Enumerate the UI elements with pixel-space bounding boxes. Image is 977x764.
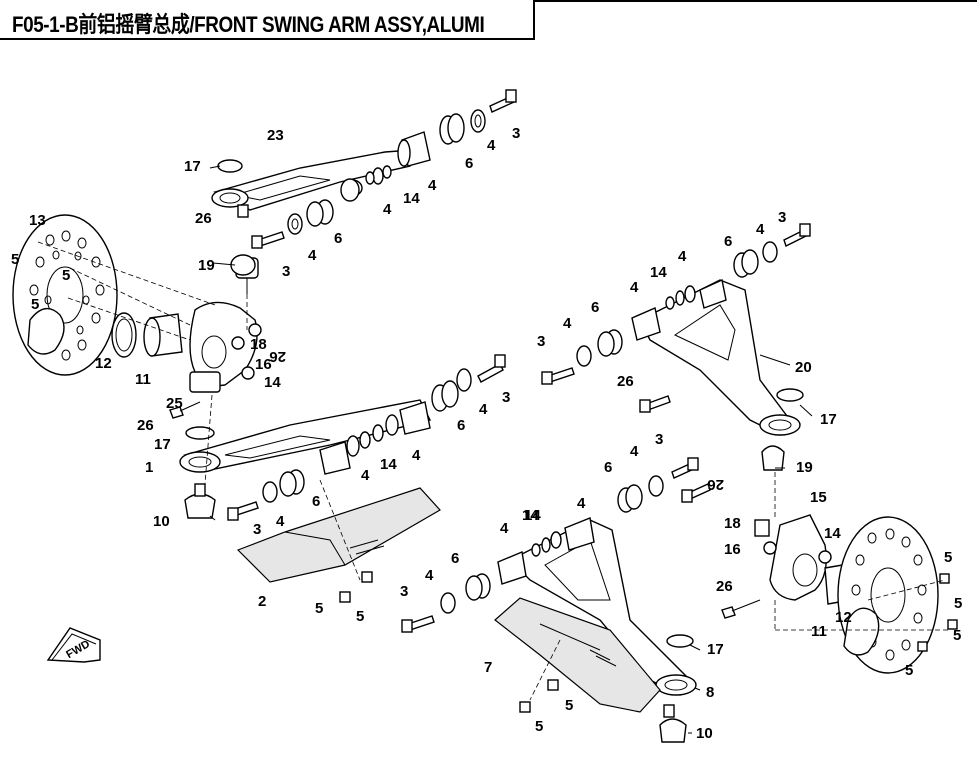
callout-26e: 26: [716, 578, 733, 595]
callout-4o: 4: [500, 520, 509, 537]
callout-6a: 6: [465, 155, 473, 172]
callout-17c: 17: [154, 436, 171, 453]
callout-16a: 16: [255, 356, 272, 373]
upper-left-bushings: [217, 89, 517, 276]
callout-17d: 17: [707, 641, 724, 658]
callout-6b: 6: [334, 230, 342, 247]
callout-4f: 4: [678, 248, 687, 265]
callout-19b: 19: [796, 459, 813, 476]
callout-18b: 18: [724, 515, 741, 532]
callout-8: 8: [706, 684, 714, 701]
callout-26b: 26: [617, 373, 634, 390]
callout-5f: 5: [944, 549, 952, 566]
callout-6g: 6: [604, 459, 612, 476]
callout-11a: 11: [135, 371, 151, 388]
callout-25: 25: [166, 395, 183, 412]
callout-4l: 4: [276, 513, 285, 530]
callout-14g: 14: [524, 507, 541, 524]
diagram-title: F05-1-B前铝摇臂总成/FRONT SWING ARM ASSY,ALUMI: [12, 12, 485, 37]
left-brake-disc: [12, 214, 118, 376]
left-skid-plate: [236, 487, 441, 603]
callout-4b: 4: [428, 177, 437, 194]
callout-5e: 5: [356, 608, 364, 625]
callout-17a: 17: [184, 158, 201, 175]
callout-4e: 4: [756, 221, 765, 238]
callout-4i: 4: [479, 401, 488, 418]
callout-23: 23: [267, 127, 284, 144]
lower-left-a-arm: [179, 354, 506, 521]
fwd-arrow-icon: FWD: [46, 627, 101, 663]
callout-6c: 6: [724, 233, 732, 250]
callout-4j: 4: [412, 447, 421, 464]
callout-6f: 6: [312, 493, 320, 510]
callout-3d: 3: [502, 389, 510, 406]
callout-5h: 5: [953, 627, 961, 644]
callout-10a: 10: [153, 513, 170, 530]
callout-3a: 3: [512, 125, 520, 142]
callout-14f: 14: [824, 525, 841, 542]
callout-7: 7: [484, 659, 492, 676]
callout-3h: 3: [400, 583, 408, 600]
callout-4k: 4: [361, 467, 370, 484]
callout-18a: 18: [250, 336, 267, 353]
callout-3b: 3: [282, 263, 290, 280]
callout-3g: 3: [655, 431, 663, 448]
leader-lines: [37, 165, 950, 734]
callout-14b: 14: [264, 374, 281, 391]
callout-13: 13: [29, 212, 46, 229]
left-knuckle-assembly: [111, 257, 262, 419]
callout-1: 1: [145, 459, 153, 476]
callout-5i: 5: [905, 662, 913, 679]
callout-26d: 26: [707, 476, 724, 493]
callout-26c: 26: [137, 417, 154, 434]
lower-right-a-arm: [401, 457, 711, 743]
callout-16b: 16: [724, 541, 741, 558]
callout-5g: 5: [954, 595, 962, 612]
callout-3c: 3: [537, 333, 545, 350]
callout-3f: 3: [778, 209, 786, 226]
callout-6h: 6: [451, 550, 459, 567]
right-skid-plate: [494, 597, 661, 713]
callout-3e: 3: [253, 521, 261, 538]
callout-5j: 5: [535, 718, 543, 735]
callout-11b: 11: [811, 623, 827, 640]
callout-10b: 10: [696, 725, 713, 742]
callout-4a: 4: [487, 137, 496, 154]
callout-4c: 4: [383, 201, 392, 218]
callout-14c: 14: [650, 264, 667, 281]
callout-5b: 5: [62, 267, 70, 284]
callout-12a: 12: [95, 355, 112, 372]
callout-14a: 14: [403, 190, 420, 207]
callout-12b: 12: [835, 609, 852, 626]
callout-2: 2: [258, 593, 266, 610]
callout-4h: 4: [563, 315, 572, 332]
title-box: F05-1-B前铝摇臂总成/FRONT SWING ARM ASSY,ALUMI: [0, 0, 535, 40]
callout-14d: 14: [380, 456, 397, 473]
callout-4p: 4: [425, 567, 434, 584]
callout-5c: 5: [31, 296, 39, 313]
callout-6e: 6: [457, 417, 465, 434]
callout-5k: 5: [565, 697, 573, 714]
callout-17b: 17: [820, 411, 837, 428]
callout-4m: 4: [630, 443, 639, 460]
callout-20: 20: [795, 359, 812, 376]
callout-labels: 1: [145, 459, 153, 476]
callout-14e: 14: [522, 507, 539, 524]
callout-5a: 5: [11, 251, 19, 268]
right-brake-disc: [837, 516, 958, 674]
callout-26f: 26: [269, 348, 286, 365]
callout-4n: 4: [577, 495, 586, 512]
callout-6d: 6: [591, 299, 599, 316]
callout-4d: 4: [308, 247, 317, 264]
callout-19a: 19: [198, 257, 215, 274]
callout-15: 15: [810, 489, 827, 506]
callout-5d: 5: [315, 600, 323, 617]
callout-26a: 26: [195, 210, 212, 227]
upper-right-a-arm: [541, 223, 811, 471]
callout-4g: 4: [630, 279, 639, 296]
